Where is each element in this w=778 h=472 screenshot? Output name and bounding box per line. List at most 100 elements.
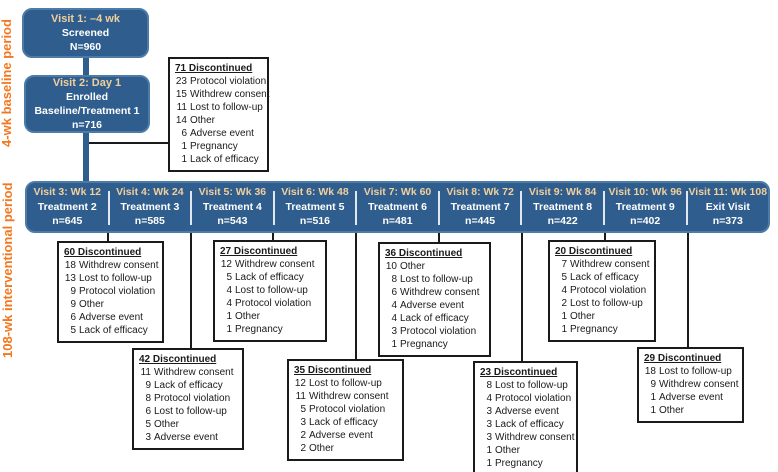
enrolled-box-title: Visit 2: Day 1 <box>52 77 122 89</box>
discontinued-count: 14 <box>175 115 187 126</box>
discontinued-reason: Lack of efficacy <box>570 272 639 283</box>
visit-count: n=543 <box>217 215 248 228</box>
visit-title: Visit 11: Wk 108 <box>688 186 768 199</box>
visit-divider <box>602 191 605 225</box>
visit-count: n=402 <box>630 215 661 228</box>
visit-count: n=585 <box>134 215 165 228</box>
discontinued-count: 13 <box>64 273 76 284</box>
discontinued-count: 1 <box>486 458 492 469</box>
visit-divider <box>355 191 358 225</box>
discontinued-count: 9 <box>145 380 151 391</box>
discontinued-reason: Lack of efficacy <box>190 154 259 165</box>
discontinued-reason: Lack of efficacy <box>79 325 148 336</box>
discontinued-header: 27 Discontinued <box>220 246 298 257</box>
visit-cell-9: Visit 9: Wk 84 Treatment 8 n=422 <box>522 183 603 231</box>
discontinued-count: 6 <box>145 406 151 417</box>
discontinued-reason: Adverse event <box>154 432 218 443</box>
interventional-period-label: 108-wk interventional period <box>0 182 15 358</box>
visit-treatment: Treatment 4 <box>202 200 262 213</box>
visit-title: Visit 10: Wk 96 <box>608 186 682 199</box>
discontinued-reason: Protocol violation <box>400 326 477 337</box>
discontinued-reason: Pregnancy <box>190 141 238 152</box>
discontinued-count: 2 <box>300 443 306 454</box>
connector-wk96-108 <box>687 233 689 348</box>
visit-cell-8: Visit 8: Wk 72 Treatment 7 n=445 <box>440 183 521 231</box>
discontinued-reason: Withdrew consent <box>235 259 315 270</box>
discontinued-reason: Lack of efficacy <box>495 419 564 430</box>
screened-box-label: Screened <box>61 27 110 39</box>
screened-box: Visit 1: –4 wk Screened N=960 <box>22 8 149 58</box>
discontinued-reason: Lack of efficacy <box>400 313 469 324</box>
discontinued-header: 29 Discontinued <box>644 353 722 364</box>
discontinued-count: 9 <box>650 379 656 390</box>
visit-divider <box>272 191 275 225</box>
discontinued-count: 12 <box>294 378 306 389</box>
discontinued-reason: Other <box>309 443 335 454</box>
discontinued-reason: Protocol violation <box>495 393 572 404</box>
visit-cell-5: Visit 5: Wk 36 Treatment 4 n=543 <box>192 183 273 231</box>
discontinued-count: 12 <box>220 259 232 270</box>
discontinued-reason: Withdrew consent <box>79 260 159 271</box>
discontinued-reason: Other <box>400 261 426 272</box>
discontinued-reason: Withdrew consent <box>570 259 650 270</box>
discontinued-reason: Lost to follow-up <box>570 298 643 309</box>
screened-box-title: Visit 1: –4 wk <box>51 13 120 25</box>
discontinued-count: 9 <box>70 299 76 310</box>
discontinued-count: 9 <box>70 286 76 297</box>
connector-wk36-48 <box>272 233 274 241</box>
visit-count: n=645 <box>52 215 83 228</box>
discontinued-reason: Other <box>495 445 521 456</box>
discontinued-count: 8 <box>145 393 151 404</box>
visit-count: n=516 <box>299 215 330 228</box>
visit-divider <box>685 191 688 225</box>
screened-box-count: N=960 <box>69 41 102 53</box>
visit-divider <box>437 191 440 225</box>
connector-wk72-84 <box>521 233 523 362</box>
discontinued-count: 18 <box>64 260 76 271</box>
enrolled-box-label: Enrolled <box>65 91 108 103</box>
discontinued-reason: Lost to follow-up <box>659 366 732 377</box>
visit-title: Visit 6: Wk 48 <box>281 186 349 199</box>
discontinued-reason: Adverse event <box>495 406 559 417</box>
visit-count: n=481 <box>382 215 413 228</box>
discontinued-count: 11 <box>176 102 187 113</box>
discontinued-reason: Withdrew consent <box>659 379 739 390</box>
discontinued-reason: Pregnancy <box>495 458 543 469</box>
connector-wk12-24 <box>107 233 109 242</box>
baseline-period-label: 4-wk baseline period <box>0 19 14 147</box>
visit-count: n=445 <box>465 215 496 228</box>
discontinued-reason: Withdrew consent <box>400 287 480 298</box>
discontinued-count: 4 <box>226 285 232 296</box>
discontinued-count: 4 <box>391 300 397 311</box>
discontinued-count: 1 <box>181 141 187 152</box>
discontinued-count: 7 <box>561 259 567 270</box>
visit-treatment: Treatment 3 <box>120 200 180 213</box>
discontinued-count: 1 <box>561 324 567 335</box>
